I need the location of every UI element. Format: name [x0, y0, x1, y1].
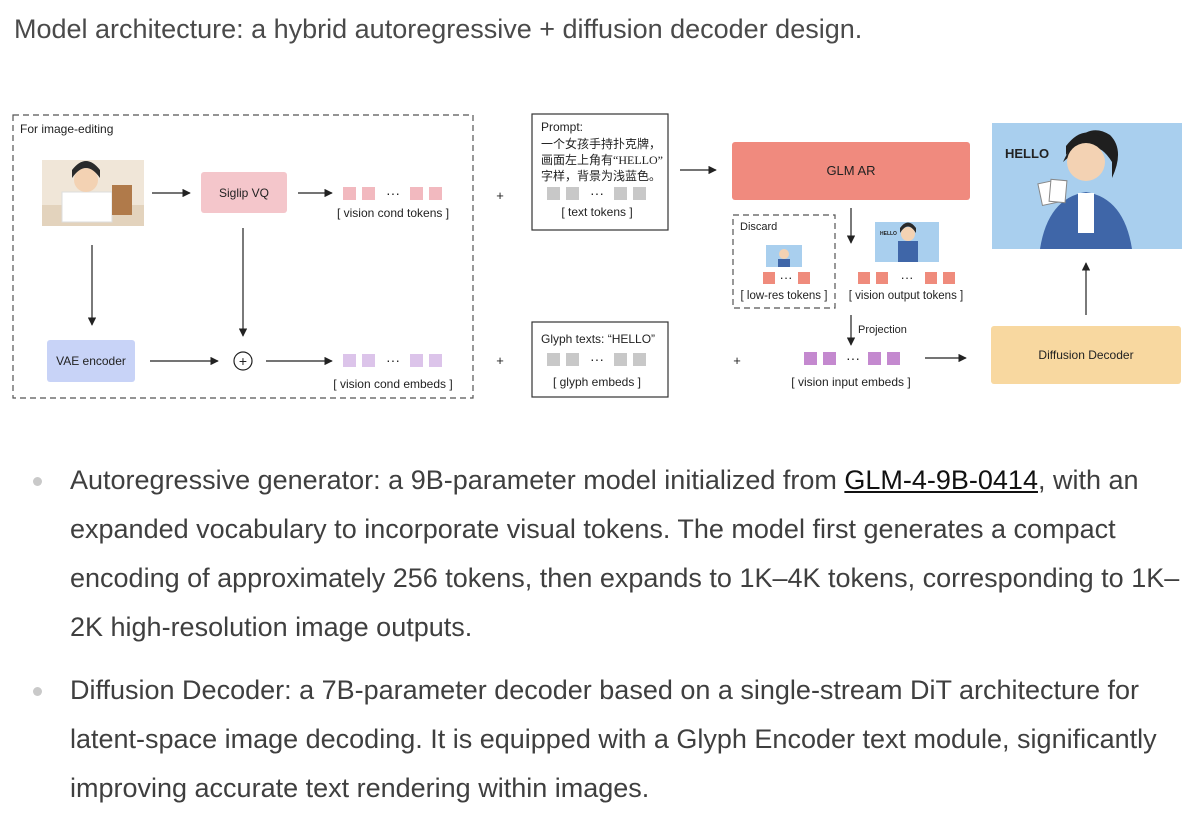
input-photo	[42, 160, 144, 226]
list-item: Autoregressive generator: a 9B-parameter…	[0, 456, 1200, 652]
glyph-embeds-label: [ glyph embeds ]	[553, 375, 641, 389]
list-item: Diffusion Decoder: a 7B-parameter decode…	[0, 666, 1200, 813]
bullet-text-continued: , with an expanded vocabulary to incorpo…	[70, 465, 1180, 642]
image-editing-label: For image-editing	[20, 122, 113, 136]
discard-label: Discard	[740, 221, 777, 233]
vision-cond-embeds-label: [ vision cond embeds ]	[333, 377, 452, 391]
vision-cond-tokens-label: [ vision cond tokens ]	[337, 206, 449, 220]
diffusion-decoder-label: Diffusion Decoder	[1038, 348, 1133, 362]
image-editing-box	[12, 114, 474, 399]
prompt-box	[531, 113, 669, 231]
output-token-dots: ···	[901, 270, 914, 285]
text-token-row: ···	[547, 185, 646, 201]
vae-encoder-label: VAE encoder	[56, 354, 126, 368]
output-hello-text: HELLO	[1005, 146, 1049, 161]
vision-input-embed-row: ···	[804, 350, 900, 366]
prompt-line-3: 字样，背景为浅蓝色。	[541, 168, 661, 183]
vision-cond-embed-row: ···	[343, 352, 442, 368]
bullet-dot-icon	[33, 687, 42, 696]
page-heading: Model architecture: a hybrid autoregress…	[14, 14, 863, 44]
low-res-tokens-label: [ low-res tokens ]	[741, 290, 828, 302]
vision-output-tokens-label: [ vision output tokens ]	[849, 290, 963, 302]
add-circle	[233, 351, 253, 371]
glyph-token-dots: ···	[590, 351, 604, 367]
glm-model-link[interactable]: GLM-4-9B-0414	[844, 465, 1038, 495]
bullet-dot-icon	[33, 477, 42, 486]
text-token-dots: ···	[590, 185, 604, 201]
prompt-title: Prompt:	[541, 120, 583, 134]
add-circle-symbol: +	[239, 353, 247, 369]
diffusion-decoder-box	[991, 326, 1181, 384]
prompt-line-1: 一个女孩手持扑克牌，	[541, 136, 661, 151]
text-tokens-label: [ text tokens ]	[561, 205, 632, 219]
glm-ar-box	[732, 142, 970, 200]
cond-token-dots: ···	[386, 185, 400, 201]
plus-sign-bottom: +	[496, 353, 504, 368]
vae-encoder-box	[47, 340, 135, 382]
plus-sign-top: +	[496, 188, 504, 203]
input-embed-dots: ···	[846, 350, 860, 366]
siglip-vq-box	[201, 172, 287, 213]
vision-input-embeds-label: [ vision input embeds ]	[791, 375, 910, 389]
high-res-thumbnail: HELLO	[875, 222, 939, 262]
output-image: HELLO	[992, 123, 1182, 249]
low-res-thumbnail	[766, 245, 802, 267]
vision-output-token-row: ···	[858, 270, 955, 285]
architecture-diagram: For image-editing Siglip VQ ··· [ vision…	[12, 113, 1182, 399]
discard-box	[732, 214, 836, 309]
prompt-line-2: 画面左上角有“HELLO”	[541, 152, 663, 167]
bullet-text: Autoregressive generator: a 9B-parameter…	[70, 465, 845, 495]
glyph-token-row: ···	[547, 351, 646, 367]
projection-label: Projection	[858, 324, 907, 336]
vision-cond-token-row: ···	[343, 185, 442, 201]
siglip-vq-label: Siglip VQ	[219, 186, 269, 200]
cond-embed-dots: ···	[386, 352, 400, 368]
bullet-text: Diffusion Decoder: a 7B-parameter decode…	[70, 675, 1157, 803]
plus-sign-right: +	[733, 353, 741, 368]
small-hello-text: HELLO	[880, 231, 897, 237]
feature-bullet-list: Autoregressive generator: a 9B-parameter…	[0, 456, 1200, 827]
low-res-token-row: ···	[763, 270, 810, 285]
glm-ar-label: GLM AR	[826, 163, 875, 178]
low-res-token-dots: ···	[780, 270, 793, 285]
glyph-texts-label: Glyph texts: “HELLO”	[541, 332, 655, 346]
